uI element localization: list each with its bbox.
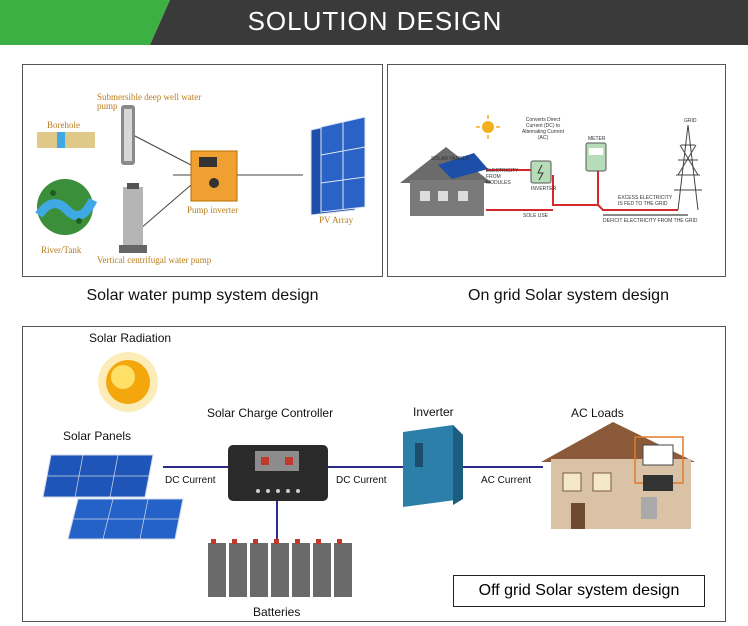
pump-diagram-panel: Submersible deep well water pump Borehol… bbox=[22, 64, 383, 277]
sun-icon bbox=[98, 352, 158, 412]
charge-controller-label: Solar Charge Controller bbox=[207, 406, 333, 420]
self-use-label: SOLE USE bbox=[523, 213, 548, 219]
meter-label: METER bbox=[588, 136, 606, 142]
ongrid-caption: On grid Solar system design bbox=[387, 287, 748, 305]
vertical-pump-label: Vertical centrifugal water pump bbox=[97, 255, 211, 265]
converts-label: Converts Direct Current (DC) to Alternat… bbox=[518, 117, 568, 141]
inverter-icon bbox=[531, 161, 551, 183]
inverter-label: Inverter bbox=[413, 405, 454, 419]
ongrid-diagram bbox=[388, 65, 727, 278]
borehole-label: Borehole bbox=[47, 120, 80, 130]
inverter-label: INVERTER bbox=[531, 186, 556, 192]
excess-label: EXCESS ELECTRICITY IS FED TO THE GRID bbox=[618, 195, 678, 207]
ongrid-diagram-panel: SOLAR PANELS Converts Direct Current (DC… bbox=[387, 64, 726, 277]
grid-tower-icon bbox=[674, 125, 702, 210]
solar-panels-label: Solar Panels bbox=[63, 429, 131, 443]
pv-array-label: PV Array bbox=[319, 215, 353, 225]
offgrid-caption: Off grid Solar system design bbox=[453, 575, 705, 607]
batteries-icon bbox=[208, 539, 352, 597]
solar-panels-label: SOLAR PANELS bbox=[431, 156, 469, 162]
sun-icon bbox=[476, 115, 500, 139]
pv-array-icon bbox=[311, 117, 365, 215]
batteries-label: Batteries bbox=[253, 605, 300, 619]
electricity-from-label: ELECTRICITY FROM MODULES bbox=[486, 168, 526, 186]
borehole-icon bbox=[37, 132, 95, 148]
river-tank-icon bbox=[37, 179, 93, 235]
offgrid-diagram-panel: Solar Radiation Solar Panels Solar Charg… bbox=[22, 326, 726, 622]
dc-current-label-2: DC Current bbox=[336, 475, 387, 486]
dc-current-label-1: DC Current bbox=[165, 475, 216, 486]
ac-loads-label: AC Loads bbox=[571, 406, 624, 420]
solar-radiation-label: Solar Radiation bbox=[89, 331, 171, 345]
pump-inverter-icon bbox=[191, 151, 237, 201]
river-label: River/Tank bbox=[41, 245, 81, 255]
grid-label: GRID bbox=[684, 118, 697, 124]
inverter-icon bbox=[403, 425, 463, 507]
header-banner: SOLUTION DESIGN bbox=[0, 0, 748, 45]
meter-icon bbox=[586, 143, 606, 171]
house-icon bbox=[541, 422, 695, 529]
pump-inverter-label: Pump inverter bbox=[187, 205, 238, 215]
pump-caption: Solar water pump system design bbox=[22, 287, 383, 305]
vertical-pump-icon bbox=[119, 183, 147, 253]
submersible-pump-icon bbox=[121, 105, 135, 165]
deficit-label: DEFICIT ELECTRICITY FROM THE GRID bbox=[603, 218, 697, 224]
submersible-label: Submersible deep well water pump bbox=[97, 93, 207, 111]
solar-panels-icon bbox=[43, 455, 183, 539]
page-title: SOLUTION DESIGN bbox=[190, 6, 560, 37]
charge-controller-icon bbox=[228, 445, 328, 501]
ac-current-label: AC Current bbox=[481, 475, 531, 486]
